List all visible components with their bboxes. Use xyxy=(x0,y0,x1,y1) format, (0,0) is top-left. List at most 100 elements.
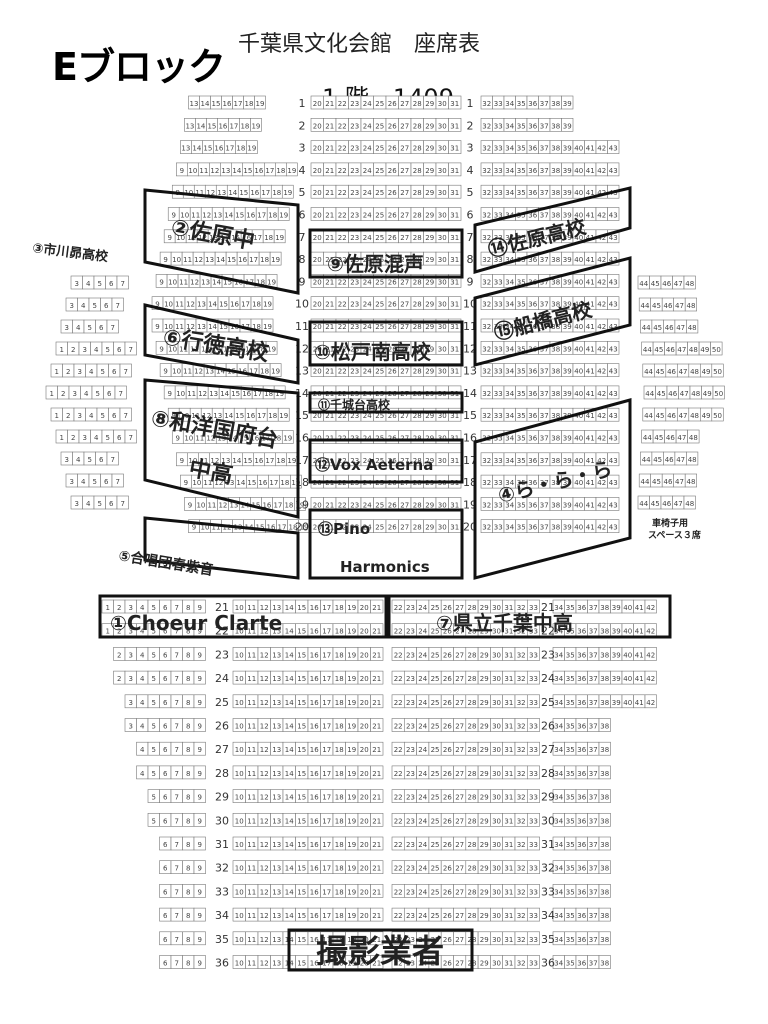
seat-number: 49 xyxy=(702,368,711,376)
seat-number: 10 xyxy=(180,212,189,220)
seat-number: 5 xyxy=(152,699,156,707)
seat-number: 31 xyxy=(450,278,459,286)
seat-number: 15 xyxy=(207,122,216,130)
row-number: 7 xyxy=(299,231,306,244)
seat-number: 32 xyxy=(517,888,526,896)
seat-number: 26 xyxy=(443,865,452,873)
seat-number: 15 xyxy=(297,675,306,683)
seat-number: 26 xyxy=(443,723,452,731)
seat-number: 9 xyxy=(188,501,192,509)
seat-number: 7 xyxy=(124,368,128,376)
seat-number: 9 xyxy=(171,212,175,220)
seat-number: 41 xyxy=(586,145,595,153)
seat-number: 34 xyxy=(554,794,563,802)
seat-number: 32 xyxy=(482,100,491,108)
seat-number: 24 xyxy=(363,301,372,309)
seat-number: 16 xyxy=(218,122,227,130)
seat-number: 43 xyxy=(609,278,618,286)
seat-number: 37 xyxy=(589,936,598,944)
seat-number: 30 xyxy=(492,888,501,896)
label-pino: ⑬Pino xyxy=(318,520,370,538)
row-number: 1 xyxy=(299,97,306,110)
seat-number: 29 xyxy=(480,651,489,659)
seat-number: 36 xyxy=(577,770,586,778)
seat-number: 11 xyxy=(187,234,196,242)
seat-number: 18 xyxy=(335,794,344,802)
row-number: 33 xyxy=(541,885,555,898)
seat-number: 47 xyxy=(679,368,688,376)
seat-number: 36 xyxy=(577,699,586,707)
seat-number: 12 xyxy=(260,865,269,873)
seat-number: 24 xyxy=(363,278,372,286)
seat-number: 25 xyxy=(431,841,440,849)
label-vox: ⑫Vox Aeterna xyxy=(315,456,433,474)
seat-number: 15 xyxy=(239,189,248,197)
seat-number: 20 xyxy=(360,770,369,778)
seat-number: 12 xyxy=(186,323,195,331)
seat-number: 15 xyxy=(212,100,221,108)
seat-number: 11 xyxy=(247,912,256,920)
seat-number: 21 xyxy=(325,100,334,108)
seat-number: 34 xyxy=(505,368,514,376)
seat-number: 38 xyxy=(551,100,560,108)
seat-number: 23 xyxy=(406,675,415,683)
seat-number: 35 xyxy=(566,912,575,920)
seat-number: 38 xyxy=(600,841,609,849)
seat-number: 28 xyxy=(467,912,476,920)
seat-number: 40 xyxy=(574,278,583,286)
seat-number: 9 xyxy=(198,960,202,968)
seat-number: 35 xyxy=(566,699,575,707)
seat-number: 41 xyxy=(635,628,644,636)
seat-number: 32 xyxy=(482,122,491,130)
seat-number: 34 xyxy=(505,256,514,264)
seat-number: 33 xyxy=(494,390,503,398)
seat-number: 32 xyxy=(482,412,491,420)
seat-number: 10 xyxy=(164,323,173,331)
row-number: 7 xyxy=(467,231,474,244)
seat-number: 9 xyxy=(198,865,202,873)
seat-number: 20 xyxy=(360,841,369,849)
seat-number: 29 xyxy=(425,212,434,220)
seat-number: 31 xyxy=(504,746,513,754)
seat-number: 36 xyxy=(528,212,537,220)
seat-number: 15 xyxy=(231,390,240,398)
seat-number: 11 xyxy=(175,323,184,331)
seat-number: 33 xyxy=(529,817,538,825)
wheelchair-note-line2: スペース３席 xyxy=(648,529,701,541)
seat-number: 34 xyxy=(505,412,514,420)
seat-number: 12 xyxy=(260,841,269,849)
seat-number: 33 xyxy=(494,234,503,242)
seat-number: 17 xyxy=(257,412,266,420)
seat-number: 21 xyxy=(372,699,381,707)
seat-number: 9 xyxy=(198,888,202,896)
seat-number: 27 xyxy=(400,234,409,242)
seat-number: 21 xyxy=(325,234,334,242)
seat-number: 29 xyxy=(425,189,434,197)
seat-number: 21 xyxy=(372,912,381,920)
seat xyxy=(448,296,462,311)
seat-number: 11 xyxy=(183,368,192,376)
seat-number: 36 xyxy=(528,256,537,264)
seat-number: 1 xyxy=(60,434,64,442)
seat-number: 16 xyxy=(310,865,319,873)
seat-number: 30 xyxy=(438,301,447,309)
seat-number: 44 xyxy=(640,478,649,486)
seat-number: 5 xyxy=(101,412,105,420)
seat-number: 37 xyxy=(589,912,598,920)
seat-number: 9 xyxy=(198,651,202,659)
seat-number: 12 xyxy=(198,234,207,242)
seat-number: 32 xyxy=(517,865,526,873)
seat-number: 25 xyxy=(375,167,384,175)
seat-number: 47 xyxy=(676,456,685,464)
seat-number: 38 xyxy=(600,912,609,920)
row-number: 28 xyxy=(541,767,555,780)
seat-number: 32 xyxy=(517,817,526,825)
seat-number: 19 xyxy=(275,234,284,242)
